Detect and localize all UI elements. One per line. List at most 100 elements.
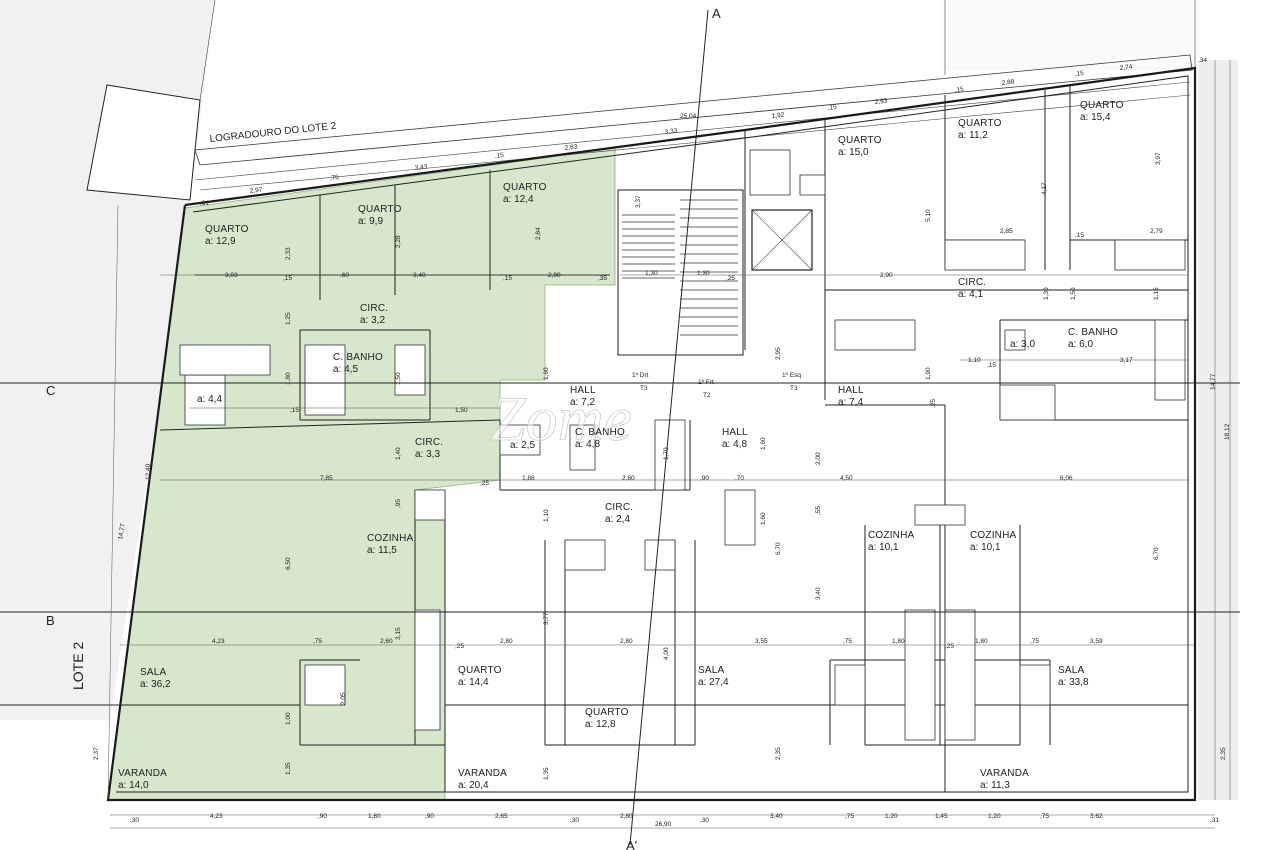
section-line-a xyxy=(629,9,709,846)
dim-vertical-label: 1,60 xyxy=(760,512,767,525)
dim-row3-label: 6,06 xyxy=(1060,475,1073,482)
dim-vertical-label: 1,60 xyxy=(760,437,767,450)
courtyard-line-a xyxy=(194,81,1191,181)
fixtures xyxy=(179,149,1186,741)
room-cozinha-b-area: a: 10,1 xyxy=(868,542,899,553)
highlighted-apartment xyxy=(107,147,616,801)
dim-vertical-label: 2,35 xyxy=(775,747,782,760)
room-hall-a: HALL xyxy=(570,385,596,396)
dim-top-label: ,34 xyxy=(1198,57,1207,64)
room-cozinha-c: COZINHA xyxy=(970,530,1017,541)
unit-1drt-line1: 1º Drt xyxy=(632,372,649,379)
room-sala-a-area: a: 36,2 xyxy=(140,679,171,690)
dim-bottom-label: ,31 xyxy=(1210,817,1219,824)
dim-top-label: 2,88 xyxy=(1001,78,1015,87)
room-quarto-g-area: a: 11,2 xyxy=(958,130,988,141)
dim-bottom-label: ,90 xyxy=(425,813,434,820)
dim-bottom-label: 1,45 xyxy=(935,813,948,820)
dim-row1-label: 1,30 xyxy=(697,270,710,277)
dim-vertical-label: 1,15 xyxy=(1153,287,1160,300)
dim-top-label: 2,97 xyxy=(249,186,263,195)
dim-left-label: 12,40 xyxy=(145,463,152,480)
top-strip xyxy=(940,0,1200,70)
room-quarto-c: QUARTO xyxy=(503,182,547,193)
dim-left: 12,40 14,77 2,37 xyxy=(93,463,152,760)
dim-top-label: ,31 xyxy=(200,200,209,207)
dim-vertical-label: 6,70 xyxy=(1153,547,1160,560)
dim-row3-label: ,25 xyxy=(480,480,489,487)
dim-left-label: 2,37 xyxy=(93,747,100,760)
dim-row2-label: ,15 xyxy=(290,407,299,414)
dim-vertical-label: 5,10 xyxy=(925,209,932,222)
dim-row4-label: 4,23 xyxy=(212,638,225,645)
room-varanda-c-area: a: 11,3 xyxy=(980,780,1010,791)
dim-bottom-label: ,30 xyxy=(700,817,709,824)
dim-vertical-label: 1,70 xyxy=(663,447,670,460)
dim-row1-label: ,15 xyxy=(503,275,512,282)
room-ws-a-area: a: 4,4 xyxy=(197,394,222,405)
dim-vertical-label: 1,90 xyxy=(925,367,932,380)
dim-row1-label: ,15 xyxy=(1075,232,1084,239)
unit-1esq-line1: 1º Esq xyxy=(782,372,801,379)
dim-top-label: 2,74 xyxy=(1119,63,1133,72)
courtyard-line-b xyxy=(199,94,1191,191)
room-cbanho-c: C. BANHO xyxy=(1068,327,1118,338)
room-varanda-c: VARANDA xyxy=(980,768,1029,779)
dim-row1-label: 2,85 xyxy=(1000,228,1013,235)
room-quarto-c-area: a: 12,4 xyxy=(503,194,534,205)
dim-row2-label: 1,50 xyxy=(455,407,468,414)
room-circ-b: CIRC. xyxy=(415,437,443,448)
room-sala-c-area: a: 33,8 xyxy=(1058,677,1089,688)
dim-vertical-label: 2,00 xyxy=(815,452,822,465)
dim-vertical-label: ,55 xyxy=(815,506,822,515)
room-is-b-area: a: 2,5 xyxy=(510,440,535,451)
room-quarto-e: QUARTO xyxy=(585,707,629,718)
room-circ-b-area: a: 3,3 xyxy=(415,449,440,460)
dim-bottom-label: ,30 xyxy=(570,817,579,824)
dim-top-label: ,15 xyxy=(954,86,964,94)
room-circ-d-area: a: 4,1 xyxy=(958,289,983,300)
dim-vertical-label: 1,50 xyxy=(395,372,402,385)
room-varanda-b-area: a: 20,4 xyxy=(458,780,489,791)
room-circ-c-area: a: 2,4 xyxy=(605,514,630,525)
dim-vertical-label: 3,37 xyxy=(635,195,642,208)
dim-vertical-label: 6,70 xyxy=(775,542,782,555)
dim-row1-label: 1,30 xyxy=(645,270,658,277)
room-quarto-d-area: a: 14,4 xyxy=(458,677,489,688)
unit-1esq-line2: T3 xyxy=(790,385,798,392)
dim-top-label: ,76 xyxy=(329,174,339,182)
lot-boundary-line xyxy=(199,0,216,101)
dim-row4-label: 1,80 xyxy=(975,638,988,645)
dim-row3-label: 4,50 xyxy=(840,475,853,482)
section-marker-c: C xyxy=(46,383,55,398)
dim-left-label: 14,77 xyxy=(117,523,127,541)
dim-row3-label: ,90 xyxy=(700,475,709,482)
unit-label-1frt: 1º Frt T2 xyxy=(698,379,714,399)
dim-vertical-label: 2,95 xyxy=(775,347,782,360)
dim-top-label: ,15 xyxy=(494,152,504,160)
room-varanda-a: VARANDA xyxy=(118,768,167,779)
room-hall-b-area: a: 4,8 xyxy=(722,439,747,450)
dim-right-label: 18,12 xyxy=(1224,423,1231,440)
dim-bottom-label: 1,80 xyxy=(368,813,381,820)
room-quarto-g: QUARTO xyxy=(958,118,1002,129)
room-sala-c: SALA xyxy=(1058,665,1085,676)
room-sala-b: SALA xyxy=(698,665,725,676)
dim-top-label: 2,83 xyxy=(564,143,578,152)
dim-vertical-label: 6,50 xyxy=(285,557,292,570)
right-strip xyxy=(1198,60,1238,800)
courtyard-strip xyxy=(194,54,1193,166)
dim-vertical: 2,332,282,843,372,954,175,101,151,301,25… xyxy=(285,182,1160,780)
room-hall-c-area: a: 7,4 xyxy=(838,397,863,408)
room-circ-a-area: a: 3,2 xyxy=(360,315,385,326)
room-quarto-b-area: a: 9,9 xyxy=(358,216,383,227)
dim-vertical-label: 1,40 xyxy=(395,447,402,460)
dim-vertical-label: ,25 xyxy=(930,399,937,408)
room-cozinha-a-area: a: 11,5 xyxy=(367,545,397,556)
dim-row1-label: ,60 xyxy=(340,272,349,279)
dim-row1-label: 3,03 xyxy=(225,272,238,279)
dim-bottom-label: ,30 xyxy=(130,817,139,824)
dim-top-label: 1,92 xyxy=(771,111,785,120)
dim-vertical-label: 2,05 xyxy=(340,692,347,705)
